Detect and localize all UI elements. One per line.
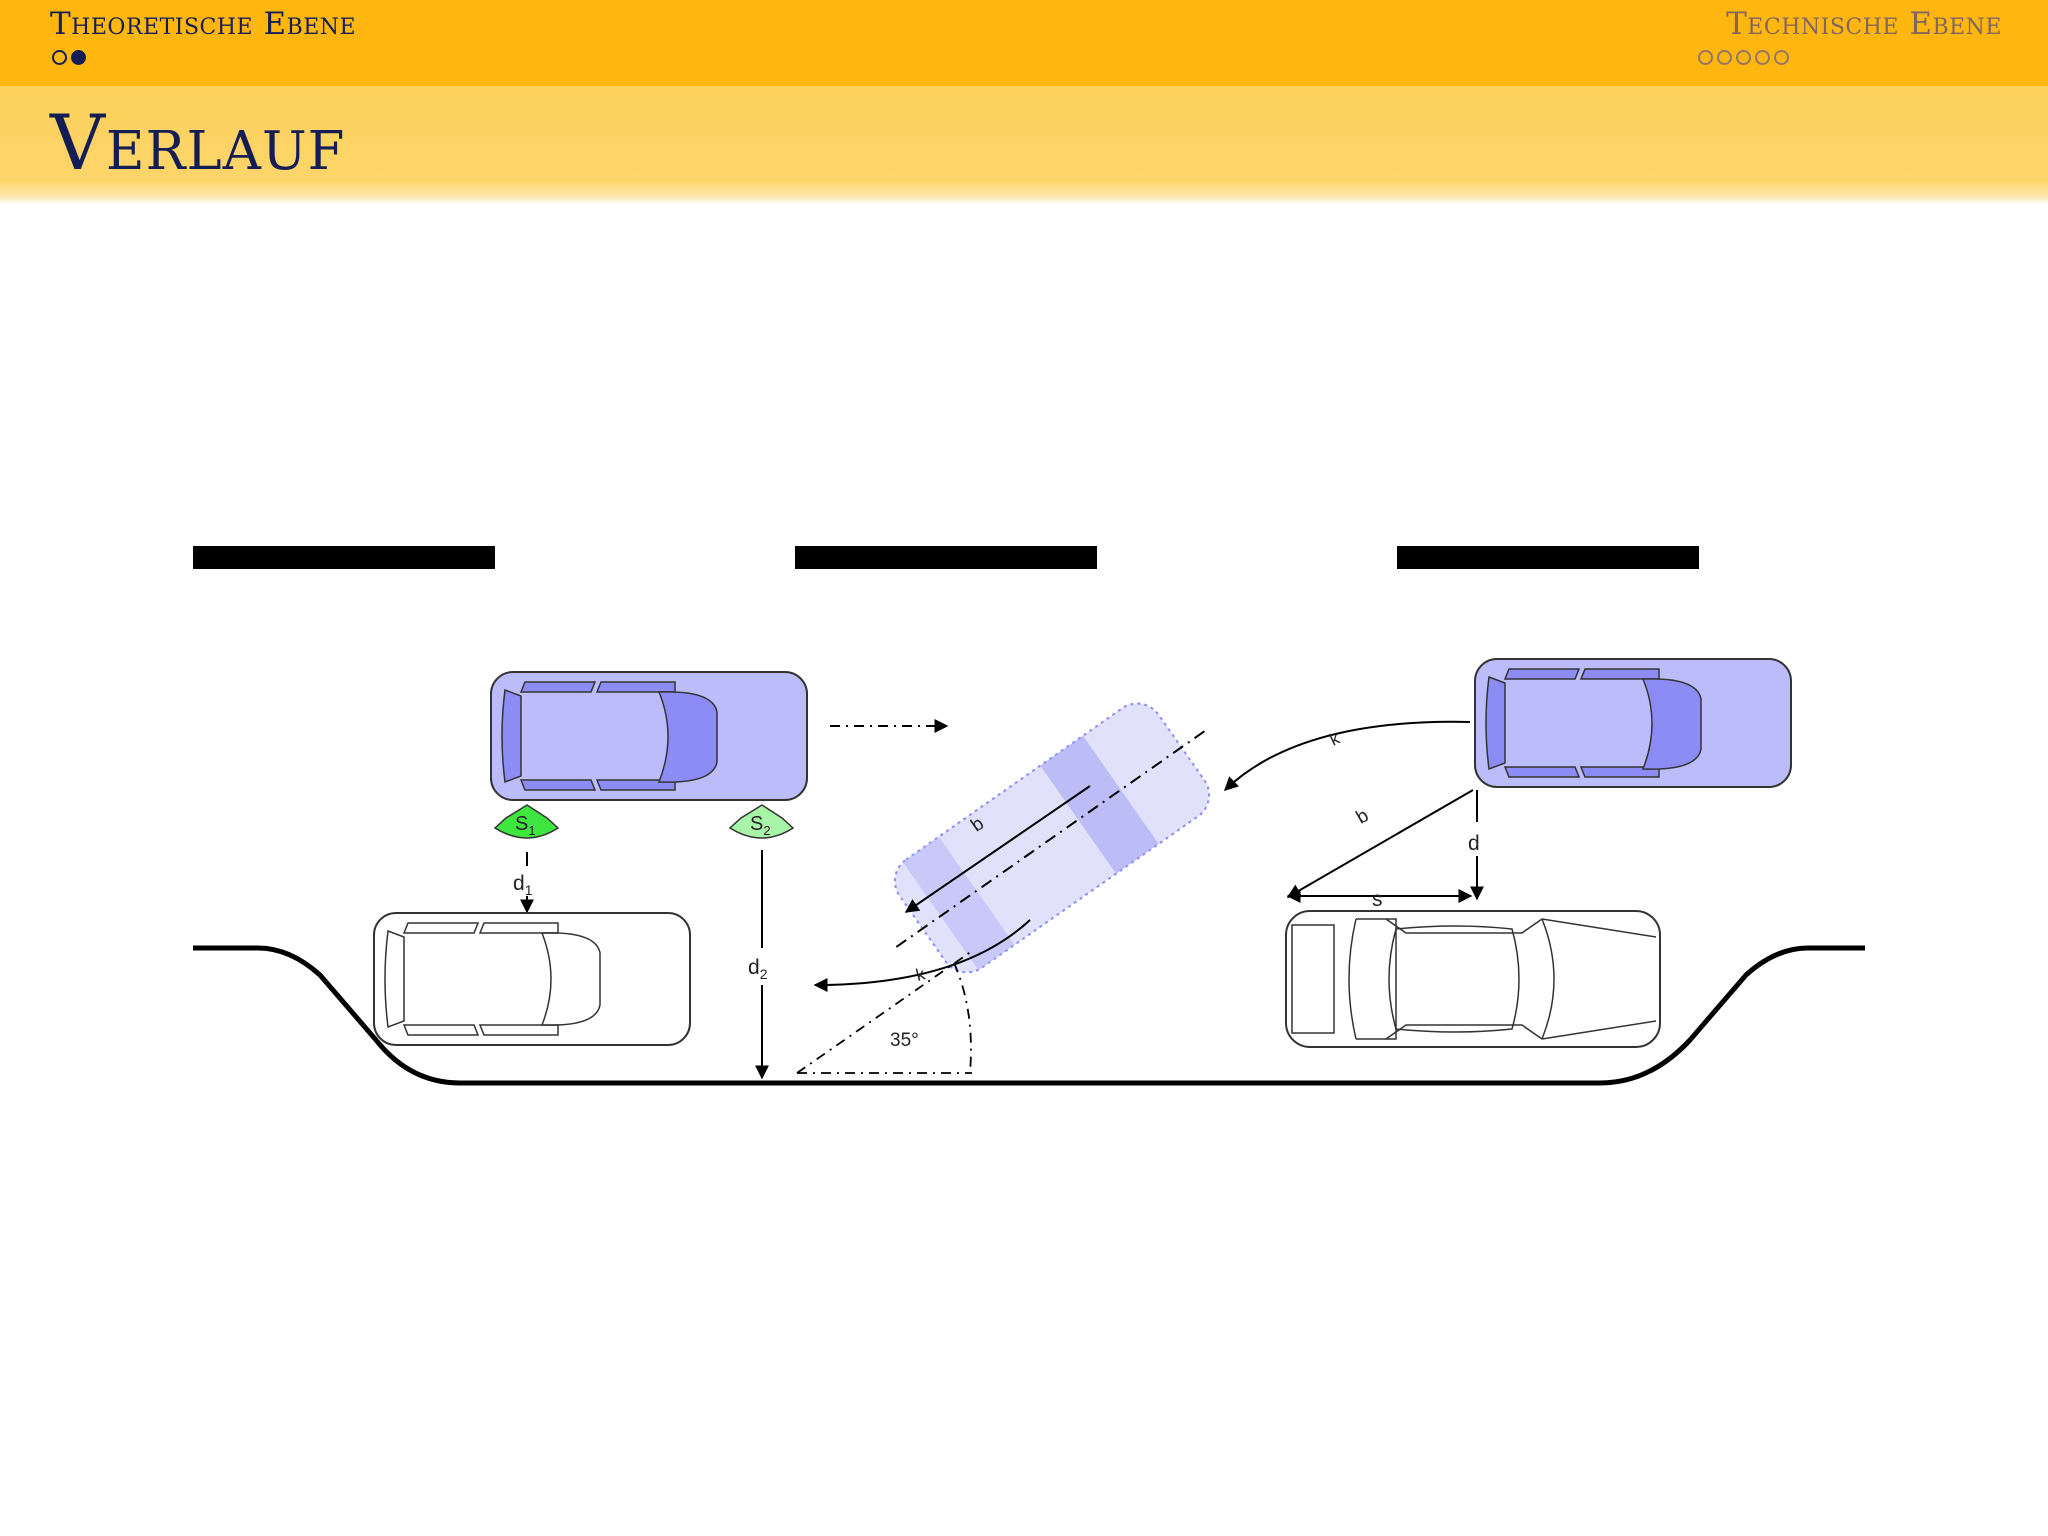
nav-dot-4[interactable] bbox=[1755, 50, 1770, 65]
b-arrow-left bbox=[904, 785, 1091, 913]
section-theoretische-ebene[interactable]: Theoretische Ebene bbox=[50, 6, 357, 42]
car-ghost-maneuver bbox=[893, 702, 1211, 974]
nav-dots-right bbox=[1698, 50, 1789, 65]
b-arrow-right bbox=[1286, 789, 1474, 898]
lane-marking bbox=[795, 546, 1097, 569]
car-parked-left bbox=[373, 912, 691, 1046]
nav-dot-1[interactable] bbox=[52, 50, 67, 65]
car-scanning bbox=[490, 671, 808, 801]
s-label: s bbox=[1372, 888, 1383, 911]
sensor-s2-label: S2 bbox=[750, 813, 771, 838]
frametitle-bar bbox=[0, 86, 2048, 204]
k-label-lower: k bbox=[914, 964, 928, 985]
trajectory-k-lower bbox=[813, 919, 1031, 992]
car-starting-position bbox=[1474, 658, 1792, 788]
sensor-s2 bbox=[728, 804, 795, 839]
sensor-s1 bbox=[493, 804, 560, 839]
curb-line bbox=[193, 945, 1865, 1086]
page-title: Verlauf bbox=[50, 98, 346, 187]
trajectory-k-upper bbox=[1223, 720, 1471, 791]
lane-marking bbox=[1397, 546, 1699, 569]
nav-dot-2-current[interactable] bbox=[71, 50, 86, 65]
nav-dots-left bbox=[52, 50, 86, 65]
k-label-upper: k bbox=[1327, 729, 1343, 750]
nav-dot-3[interactable] bbox=[1736, 50, 1751, 65]
header-bar bbox=[0, 0, 2048, 86]
angle-label: 35° bbox=[890, 1030, 919, 1051]
car-parked-right bbox=[1285, 910, 1661, 1048]
angle-line bbox=[796, 950, 973, 1074]
b-label-right: b bbox=[1353, 805, 1373, 828]
d1-label: d1 bbox=[513, 872, 533, 898]
angle-arc bbox=[953, 962, 972, 1074]
nav-dot-5[interactable] bbox=[1774, 50, 1789, 65]
section-technische-ebene[interactable]: Technische Ebene bbox=[1726, 6, 2002, 42]
sensor-s1-label: S1 bbox=[515, 813, 536, 838]
lane-marking bbox=[193, 546, 495, 569]
d-label: d bbox=[1468, 832, 1480, 855]
nav-dot-1[interactable] bbox=[1698, 50, 1713, 65]
nav-dot-2[interactable] bbox=[1717, 50, 1732, 65]
d2-label: d2 bbox=[748, 956, 768, 982]
